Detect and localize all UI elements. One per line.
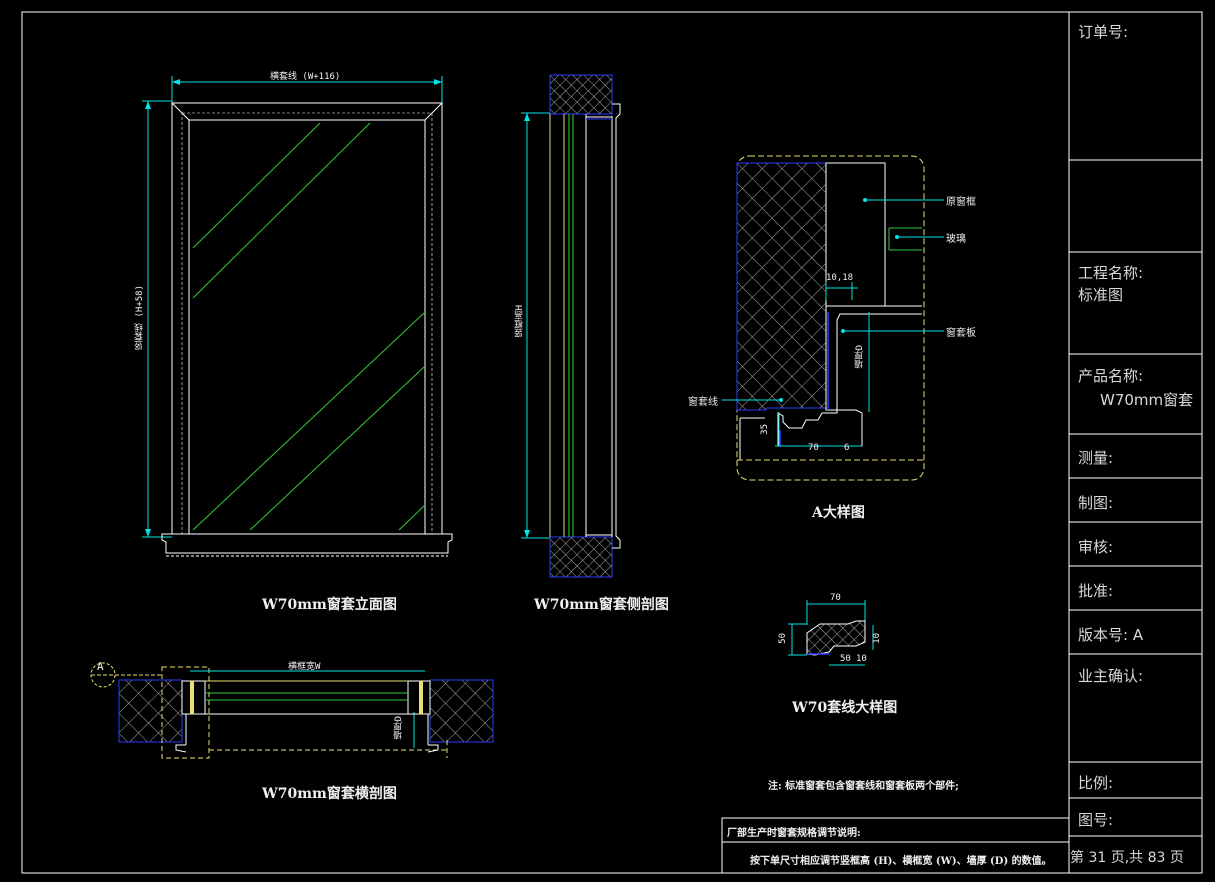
side-height-dim: 竖框高H bbox=[515, 305, 525, 338]
owner-confirm-label: 业主确认: bbox=[1078, 667, 1144, 685]
trim-bottom2-dim: 10 bbox=[856, 654, 867, 664]
callout-board: 窗套板 bbox=[946, 328, 976, 339]
detail-a-title: A大样图 bbox=[812, 505, 865, 521]
detail-a-w6-dim: 6 bbox=[844, 443, 850, 453]
project-name-label: 工程名称: bbox=[1078, 264, 1144, 282]
review-label: 审核: bbox=[1078, 538, 1114, 556]
plan-section-title: W70mm窗套横剖图 bbox=[262, 786, 397, 802]
plan-section-view bbox=[90, 662, 494, 759]
drawing-border bbox=[21, 11, 1203, 874]
detail-a-wall-dim: 墙厚D bbox=[855, 345, 865, 369]
drawing-no-label: 图号: bbox=[1078, 811, 1114, 829]
approve-label: 批准: bbox=[1078, 582, 1114, 600]
trim-bottom1-dim: 50 bbox=[840, 654, 851, 664]
callout-trim: 窗套线 bbox=[688, 397, 718, 408]
plan-depth-dim: 墙厚D bbox=[394, 716, 404, 740]
plan-width-dim: 横框宽W bbox=[288, 662, 321, 672]
factory-note-header: 厂部生产时窗套规格调节说明: bbox=[727, 828, 861, 839]
product-name-value: W70mm窗套 bbox=[1100, 391, 1194, 409]
trim-right-dim: 10 bbox=[872, 633, 882, 644]
elevation-title: W70mm窗套立面图 bbox=[262, 597, 397, 613]
side-section-view bbox=[521, 74, 621, 578]
trim-detail-title: W70套线大样图 bbox=[792, 700, 898, 716]
elevation-height-dim: 竖套线 (H+58) bbox=[135, 285, 145, 350]
drafted-label: 制图: bbox=[1078, 494, 1114, 512]
order-no-label: 订单号: bbox=[1078, 23, 1129, 41]
elevation-width-dim: 横套线 (W+116) bbox=[270, 72, 341, 82]
callout-glass: 玻璃 bbox=[946, 234, 966, 245]
scale-label: 比例: bbox=[1078, 774, 1114, 792]
detail-a-w70-dim: 70 bbox=[808, 443, 819, 453]
factory-note-body: 按下单尺寸相应调节竖框高 (H)、横框宽 (W)、墙厚 (D) 的数值。 bbox=[750, 856, 1052, 867]
section-marker-a: A bbox=[97, 660, 104, 673]
detail-a-gap-dim: 10,18 bbox=[826, 273, 854, 283]
detail-a-h35-dim: 35 bbox=[760, 424, 770, 435]
trim-top-dim: 70 bbox=[830, 593, 841, 603]
callout-frame: 原窗框 bbox=[946, 197, 976, 208]
project-name-value: 标准图 bbox=[1078, 286, 1124, 304]
page-info: 第 31 页,共 83 页 bbox=[1070, 850, 1184, 866]
trim-left-dim: 50 bbox=[778, 633, 788, 644]
trim-detail-view bbox=[788, 600, 874, 666]
factory-note-box bbox=[721, 817, 1070, 874]
side-section-title: W70mm窗套侧剖图 bbox=[534, 597, 669, 613]
elevation-view bbox=[142, 76, 453, 557]
detail-a-view bbox=[722, 155, 944, 481]
title-block-grid bbox=[1068, 12, 1202, 873]
measure-label: 测量: bbox=[1078, 449, 1114, 467]
version-label: 版本号: A bbox=[1078, 626, 1144, 644]
standard-note: 注: 标准窗套包含窗套线和窗套板两个部件; bbox=[768, 781, 959, 792]
product-name-label: 产品名称: bbox=[1078, 367, 1144, 385]
